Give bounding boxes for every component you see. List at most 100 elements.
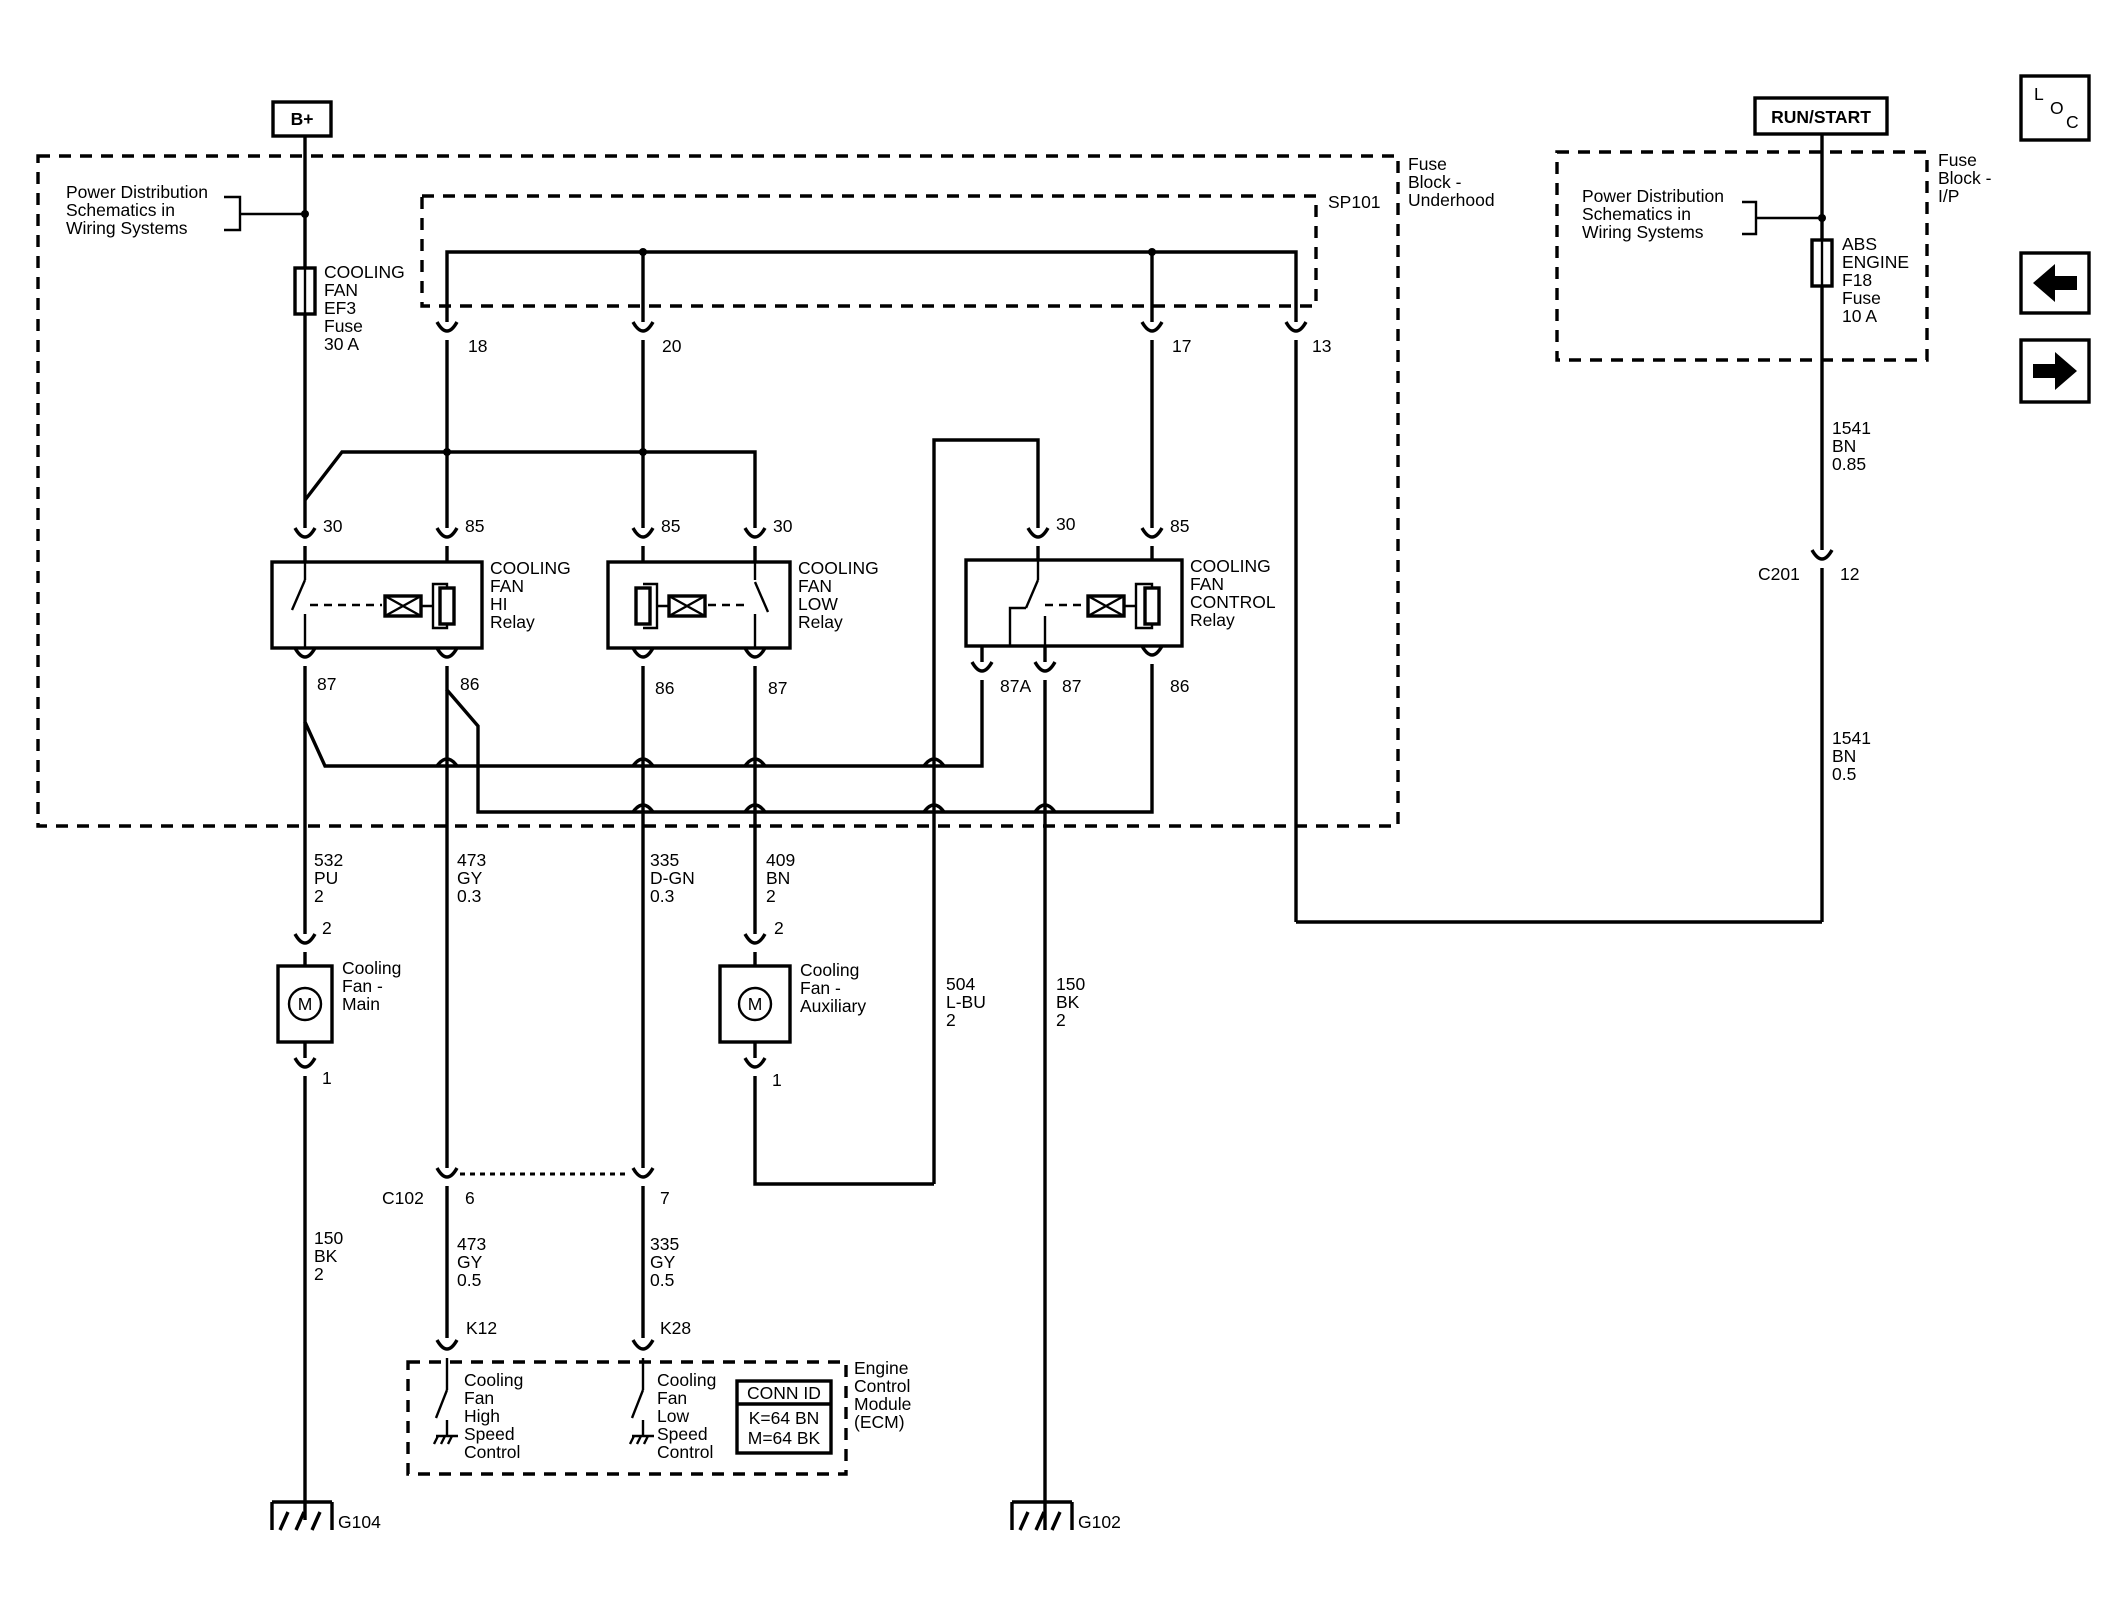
fuse-block-underhood-boundary xyxy=(36,154,1400,828)
fuse-f18-label: ABS ENGINE F18 Fuse 10 A xyxy=(1842,234,1909,326)
ground-g104: G104 xyxy=(270,1500,381,1532)
svg-text:Fan: Fan xyxy=(464,1388,494,1408)
svg-text:FAN: FAN xyxy=(490,576,524,596)
relay-cooling-fan-low: 85 30 86 87 xyxy=(606,516,793,698)
bplus-supply: B+ xyxy=(271,100,333,138)
svg-text:COOLING: COOLING xyxy=(1190,556,1271,576)
svg-text:Control: Control xyxy=(657,1442,713,1462)
svg-text:Cooling: Cooling xyxy=(342,958,401,978)
svg-text:0.85: 0.85 xyxy=(1832,454,1866,474)
svg-text:Block -: Block - xyxy=(1408,172,1462,192)
terminal-13: 13 xyxy=(1284,321,1331,356)
ecm-pin-k12: K12 xyxy=(466,1318,497,1338)
svg-text:L-BU: L-BU xyxy=(946,992,986,1012)
svg-text:Low: Low xyxy=(657,1406,689,1426)
previous-page-button[interactable] xyxy=(2019,251,2091,315)
arrow-left-icon xyxy=(2033,264,2077,302)
svg-text:20: 20 xyxy=(662,336,682,356)
svg-text:BN: BN xyxy=(1832,436,1856,456)
svg-text:FAN: FAN xyxy=(798,576,832,596)
conn-id-header: CONN ID xyxy=(747,1383,821,1403)
loc-letter-l: L xyxy=(2034,84,2044,104)
c201-pin-12: 12 xyxy=(1840,564,1859,584)
ecm-conn-id-table: CONN ID K=64 BN M=64 BK xyxy=(735,1379,833,1455)
connector-c201: C201 12 xyxy=(1758,549,1859,584)
cooling-fan-auxiliary-label: Cooling Fan - Auxiliary xyxy=(800,960,866,1016)
svg-text:Cooling: Cooling xyxy=(800,960,859,980)
fuse-ef3-label: COOLING FAN EF3 Fuse 30 A xyxy=(324,262,405,354)
svg-text:0.5: 0.5 xyxy=(457,1270,481,1290)
svg-text:Schematics in: Schematics in xyxy=(1582,204,1691,224)
wire-150-g104: 150 BK 2 xyxy=(314,1228,343,1284)
main-motor-pin-1: 1 xyxy=(322,1068,332,1088)
svg-text:COOLING: COOLING xyxy=(324,262,405,282)
run-start-label: RUN/START xyxy=(1771,107,1871,127)
svg-text:I/P: I/P xyxy=(1938,186,1959,206)
next-page-button[interactable] xyxy=(2019,338,2091,404)
ecm-pin-k28: K28 xyxy=(660,1318,691,1338)
power-distribution-note-right: Power Distribution Schematics in Wiring … xyxy=(1582,186,1822,242)
low-pin-85: 85 xyxy=(661,516,680,536)
svg-text:Fan -: Fan - xyxy=(342,976,383,996)
fuse-block-ip-boundary xyxy=(1555,150,1929,362)
ecm-boundary xyxy=(406,1360,848,1476)
svg-text:504: 504 xyxy=(946,974,975,994)
svg-text:18: 18 xyxy=(468,336,487,356)
svg-text:GY: GY xyxy=(457,1252,483,1272)
main-motor-symbol: M xyxy=(298,994,313,1014)
svg-text:Fuse: Fuse xyxy=(1408,154,1447,174)
cooling-fan-main-motor: M 2 1 xyxy=(276,918,334,1088)
svg-text:BN: BN xyxy=(766,868,790,888)
svg-text:Speed: Speed xyxy=(464,1424,515,1444)
control-pin-86: 86 xyxy=(1170,676,1189,696)
conn-id-row-m: M=64 BK xyxy=(748,1428,821,1448)
run-start-supply: RUN/START xyxy=(1753,96,1889,136)
svg-text:Engine: Engine xyxy=(854,1358,909,1378)
svg-text:Fuse: Fuse xyxy=(1938,150,1977,170)
terminal-17: 17 xyxy=(1140,321,1191,356)
svg-text:ENGINE: ENGINE xyxy=(1842,252,1909,272)
svg-text:Speed: Speed xyxy=(657,1424,708,1444)
svg-text:GY: GY xyxy=(457,868,483,888)
svg-text:GY: GY xyxy=(650,1252,676,1272)
relay-cooling-fan-hi: 30 85 87 86 xyxy=(270,516,484,694)
control-pin-87a: 87A xyxy=(1000,676,1031,696)
svg-text:BK: BK xyxy=(314,1246,338,1266)
svg-text:Relay: Relay xyxy=(798,612,843,632)
c102-pin-6: 6 xyxy=(465,1188,475,1208)
wire-504: 504 L-BU 2 xyxy=(946,974,986,1030)
wire-473-upper: 473 GY 0.3 xyxy=(457,850,486,906)
svg-text:2: 2 xyxy=(314,1264,324,1284)
relay-hi-label: COOLING FAN HI Relay xyxy=(490,558,571,632)
svg-text:473: 473 xyxy=(457,850,486,870)
svg-text:0.3: 0.3 xyxy=(650,886,674,906)
low-pin-30: 30 xyxy=(773,516,793,536)
svg-text:Cooling: Cooling xyxy=(657,1370,716,1390)
svg-text:Main: Main xyxy=(342,994,380,1014)
svg-text:473: 473 xyxy=(457,1234,486,1254)
location-button[interactable]: L O C xyxy=(2019,74,2091,142)
svg-text:F18: F18 xyxy=(1842,270,1872,290)
svg-text:150: 150 xyxy=(314,1228,343,1248)
hi-pin-30: 30 xyxy=(323,516,343,536)
svg-text:0.3: 0.3 xyxy=(457,886,481,906)
ecm-module: K12 K28 xyxy=(432,1318,691,1445)
connector-c102: C102 6 7 xyxy=(382,1167,670,1208)
cooling-fan-auxiliary-motor: M 2 1 xyxy=(718,918,792,1090)
svg-text:Control: Control xyxy=(854,1376,910,1396)
wire-335-lower: 335 GY 0.5 xyxy=(650,1234,679,1290)
control-pin-30: 30 xyxy=(1056,514,1076,534)
svg-text:LOW: LOW xyxy=(798,594,838,614)
svg-text:BK: BK xyxy=(1056,992,1080,1012)
svg-text:PU: PU xyxy=(314,868,338,888)
main-motor-pin-2: 2 xyxy=(322,918,332,938)
relay-control-label: COOLING FAN CONTROL Relay xyxy=(1190,556,1276,630)
svg-text:10 A: 10 A xyxy=(1842,306,1877,326)
hi-pin-85: 85 xyxy=(465,516,484,536)
g102-label: G102 xyxy=(1078,1512,1121,1532)
svg-text:High: High xyxy=(464,1406,500,1426)
terminal-20: 20 xyxy=(631,321,682,356)
ecm-high-speed-label: Cooling Fan High Speed Control xyxy=(464,1370,523,1462)
svg-text:CONTROL: CONTROL xyxy=(1190,592,1276,612)
svg-text:Schematics in: Schematics in xyxy=(66,200,175,220)
